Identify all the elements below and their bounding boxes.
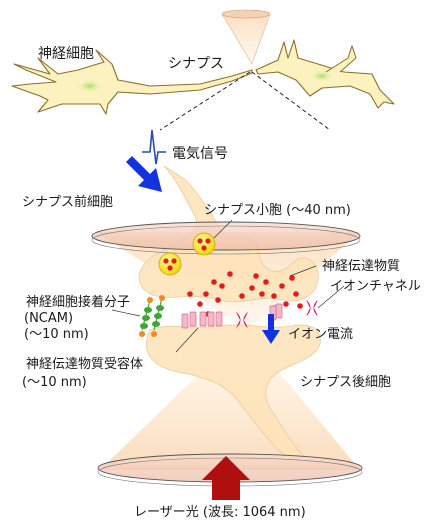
ion-channel <box>306 300 318 316</box>
label-neuron: 神経細胞 <box>38 46 94 62</box>
label-receptor-line2: (〜10 nm) <box>22 375 87 390</box>
label-ion-channel: イオンチャネル <box>330 279 421 294</box>
label-electric-signal: 電気信号 <box>172 146 228 162</box>
label-laser: レーザー光 (波長: 1064 nm) <box>134 505 306 520</box>
label-presynaptic-cell: シナプス前細胞 <box>22 194 113 210</box>
left-neuron-nucleus <box>76 79 104 93</box>
label-postsynaptic-cell: シナプス後細胞 <box>300 375 391 390</box>
top-focus-cone-rim <box>222 10 270 18</box>
electric-signal-icon <box>142 130 166 164</box>
label-ion-current: イオン電流 <box>288 327 353 342</box>
label-neurotransmitter: 神経伝達物質 <box>322 259 400 274</box>
synaptic-vesicle <box>193 233 215 255</box>
label-receptor-line1: 神経伝達物質受容体 <box>26 356 143 372</box>
label-synaptic-vesicle: シナプス小胞 (〜40 nm) <box>204 203 351 218</box>
label-ncam-line1: 神経細胞接着分子 <box>26 294 130 310</box>
synaptic-vesicle <box>159 253 181 275</box>
label-ncam-line2: (NCAM) <box>24 311 73 326</box>
top-focus-cone <box>222 14 270 64</box>
label-ncam-line3: (〜10 nm) <box>24 327 89 342</box>
zoom-line-left <box>160 72 250 130</box>
leader-ncam <box>112 310 140 316</box>
label-synapse: シナプス <box>168 56 224 72</box>
